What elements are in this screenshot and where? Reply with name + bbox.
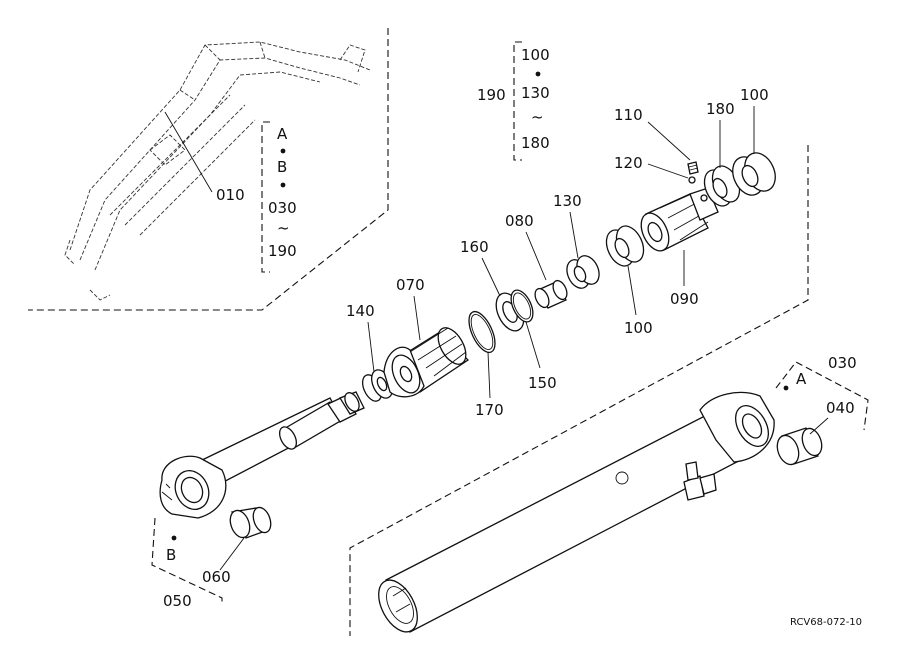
- label-010: 010: [216, 186, 245, 204]
- label-120: 120: [614, 154, 643, 172]
- bushing-040: 040: [776, 399, 855, 466]
- marker-b-dot: [171, 535, 177, 541]
- boom-inset: 010: [28, 28, 389, 311]
- rod-clevis: [159, 455, 227, 519]
- label-180-right: 180: [706, 100, 735, 118]
- ref-dot: [280, 148, 286, 154]
- label-030: 030: [828, 354, 857, 372]
- label-190-group: 190: [477, 86, 506, 104]
- label-110: 110: [614, 106, 643, 124]
- label-080: 080: [505, 212, 534, 230]
- o-ring-170: 170: [468, 310, 504, 419]
- piston-090: 090: [640, 187, 719, 308]
- ring-130: 130: [553, 192, 600, 289]
- label-130-top: 130: [521, 84, 550, 102]
- ball-120: 120: [614, 154, 696, 184]
- ref-start: 030: [268, 199, 297, 217]
- label-040: 040: [826, 399, 855, 417]
- set-screw-110: 110: [614, 106, 699, 175]
- ring-100-right: 100: [732, 86, 776, 196]
- label-070: 070: [396, 276, 425, 294]
- ref-group-left: A B 030 ~ 190: [261, 121, 297, 273]
- label-060: 060: [202, 568, 231, 586]
- ring-150: 150: [510, 289, 557, 392]
- ref-group-top: 190 100 130 ~ 180: [477, 41, 550, 161]
- figure-code: RCV68-072-10: [790, 617, 862, 628]
- label-160: 160: [460, 238, 489, 256]
- ref-tilde: ~: [277, 219, 290, 237]
- ref-dot: [280, 182, 286, 188]
- label-050: 050: [163, 592, 192, 610]
- label-100-right: 100: [740, 86, 769, 104]
- label-170: 170: [475, 401, 504, 419]
- group-030: A 030: [775, 354, 869, 431]
- label-150: 150: [528, 374, 557, 392]
- rod-guide-070: 070: [383, 276, 470, 398]
- label-090: 090: [670, 290, 699, 308]
- ref-dot: [535, 71, 541, 77]
- label-130-mid: 130: [553, 192, 582, 210]
- label-100-top: 100: [521, 46, 550, 64]
- marker-a-dot: [783, 385, 789, 391]
- label-100-mid: 100: [624, 319, 653, 337]
- piston-rod: [197, 391, 365, 489]
- marker-a: A: [796, 370, 807, 388]
- sleeve-080: 080: [505, 212, 568, 309]
- ref-end: 190: [268, 242, 297, 260]
- marker-b: B: [166, 546, 176, 564]
- ring-140: 140: [346, 302, 393, 402]
- label-180-top: 180: [521, 134, 550, 152]
- bushing-060: [229, 506, 272, 539]
- label-140: 140: [346, 302, 375, 320]
- ref-tilde-top: ~: [531, 108, 544, 126]
- ref-b: B: [277, 158, 287, 176]
- group-050: B 060 050: [151, 517, 245, 610]
- assembly-boundary: [349, 145, 809, 636]
- ring-100-mid: 100: [605, 225, 653, 337]
- cylinder-tube: [378, 391, 775, 633]
- ref-a: A: [277, 125, 288, 143]
